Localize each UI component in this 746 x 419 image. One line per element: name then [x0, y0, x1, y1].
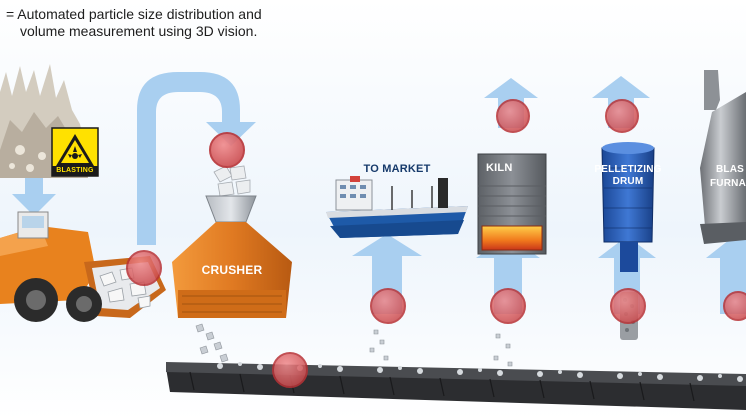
measurement-points	[126, 99, 746, 388]
measurement-point-icon	[723, 291, 746, 321]
measurement-point-icon	[496, 99, 530, 133]
blast-furnace-label-2: FURNA	[710, 178, 746, 189]
cargo-ship	[326, 176, 468, 238]
crusher-label: CRUSHER	[201, 263, 263, 277]
pelletizing-label-1: PELLETIZING	[594, 164, 662, 175]
crusher	[172, 165, 292, 318]
falling-material	[195, 323, 513, 367]
legend-line-2: volume measurement using 3D vision.	[20, 23, 258, 39]
measurement-point-icon	[370, 288, 406, 324]
pelletizing-drum	[601, 142, 655, 272]
pelletizing-label-2: DRUM	[612, 176, 644, 187]
legend-line-1: = Automated particle size distribution a…	[6, 6, 262, 22]
blasting-hazard-icon	[51, 127, 99, 177]
measurement-point-icon	[610, 288, 646, 324]
blast-furnace	[700, 70, 746, 244]
measurement-point-icon	[605, 99, 639, 133]
legend: = Automated particle size distribution a…	[6, 6, 306, 40]
kiln	[477, 153, 547, 255]
measurement-point-icon	[209, 132, 245, 168]
kiln-label: KILN	[486, 162, 513, 174]
measurement-point-icon	[490, 288, 526, 324]
blast-furnace-label-1: BLAS	[716, 164, 745, 175]
measurement-point-icon	[126, 250, 162, 286]
conveyor-belt	[166, 362, 746, 410]
wheel-loader	[0, 211, 166, 322]
to-market-label: TO MARKET	[363, 163, 431, 175]
measurement-point-icon	[272, 352, 308, 388]
conveyor-ore	[217, 362, 743, 382]
blasting-label: BLASTING	[56, 167, 94, 174]
